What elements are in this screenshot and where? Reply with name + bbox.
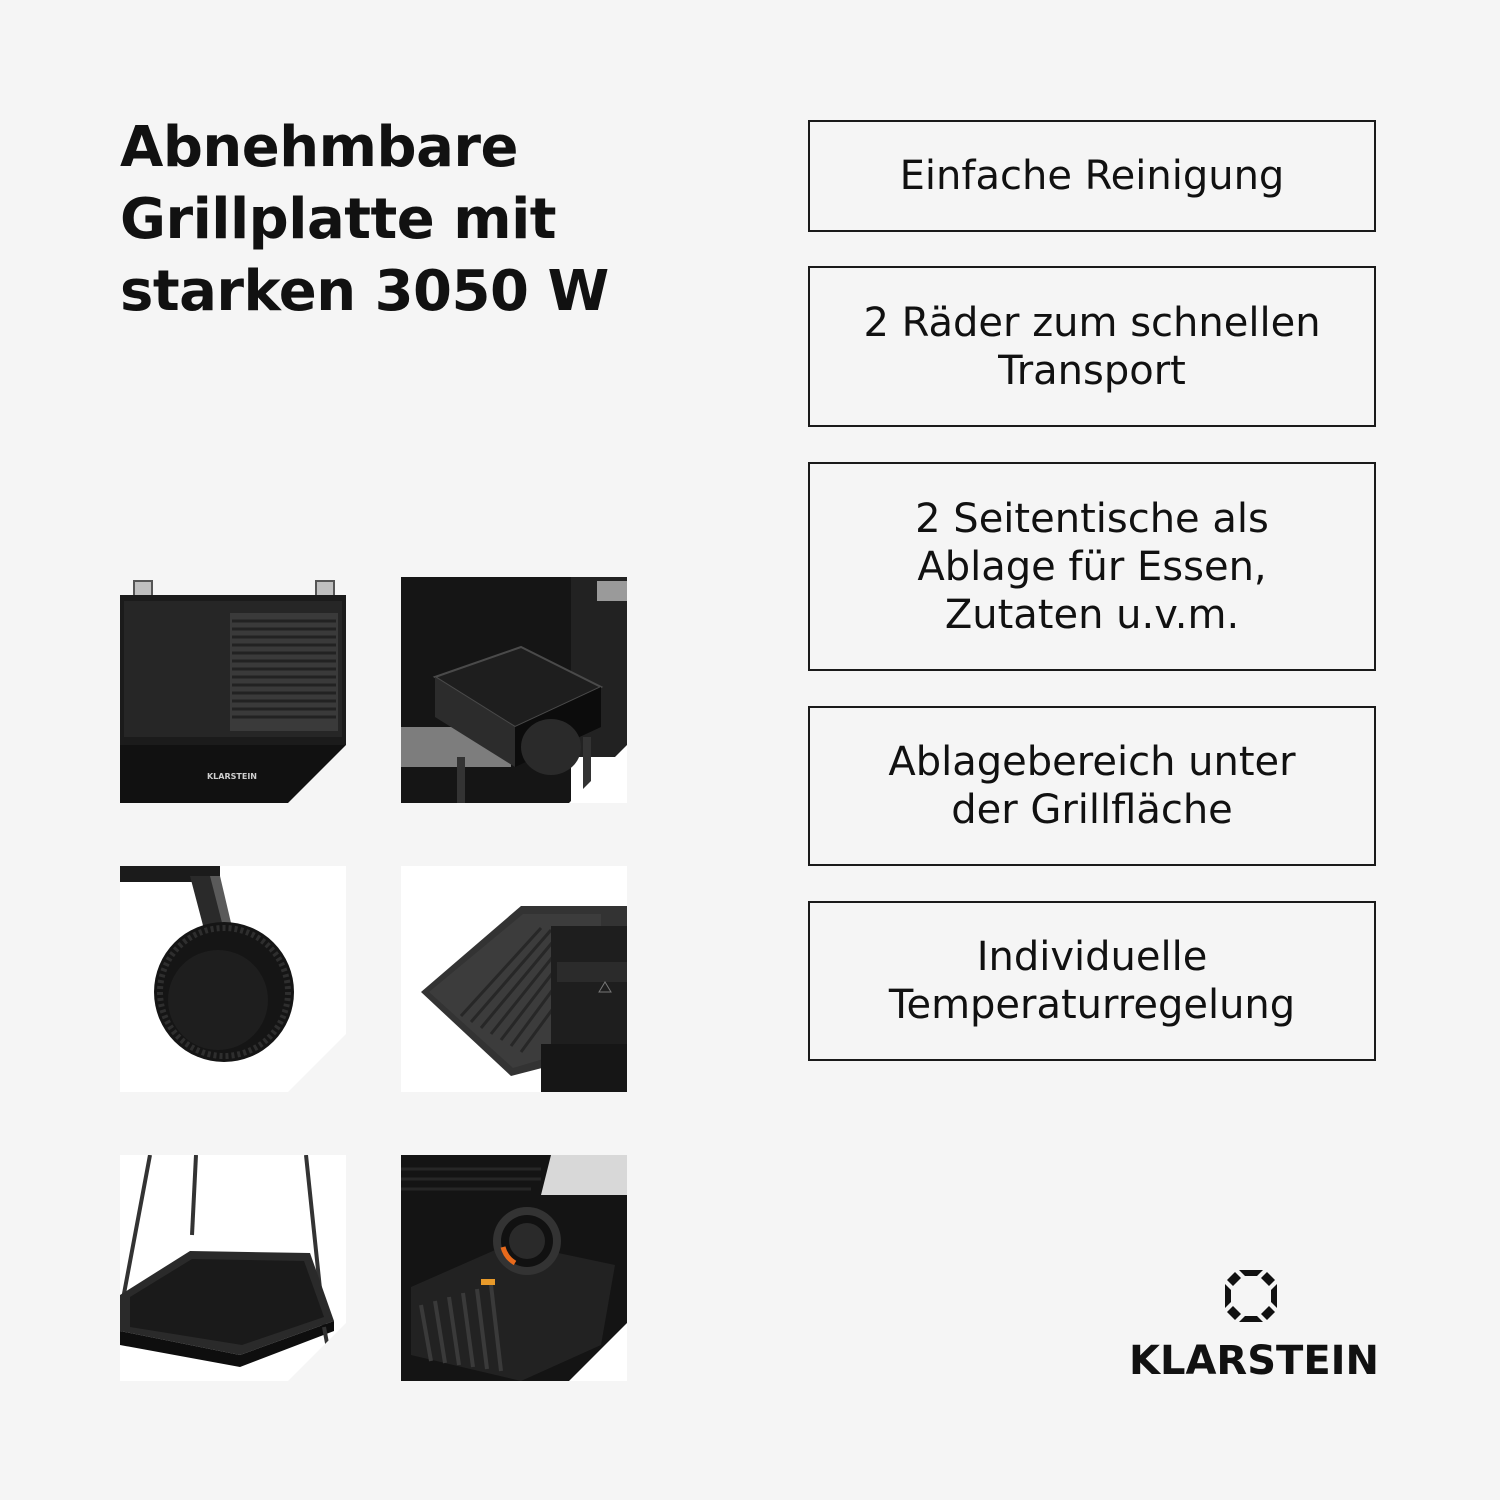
feature-line: Ablagebereich unter bbox=[888, 739, 1296, 785]
headline-line: Abnehmbare bbox=[120, 115, 518, 180]
thermostat-image bbox=[401, 1155, 627, 1381]
feature-box-side-tables: 2 Seitentische als Ablage für Essen, Zut… bbox=[808, 462, 1376, 671]
feature-box-wheels: 2 Räder zum schnellen Transport bbox=[808, 266, 1376, 427]
headline: Abnehmbare Grillplatte mit starken 3050 … bbox=[120, 112, 680, 328]
thumb-thermostat bbox=[401, 1155, 627, 1381]
brand-name: KLARSTEIN bbox=[1128, 1338, 1380, 1384]
wheel-image bbox=[120, 866, 346, 1092]
thumb-side-table bbox=[401, 866, 627, 1092]
feature-line: Transport bbox=[998, 347, 1186, 394]
feature-line: 2 Seitentische als bbox=[915, 495, 1269, 542]
side-table-image bbox=[421, 906, 627, 1092]
feature-line: Einfache Reinigung bbox=[899, 153, 1285, 199]
feature-box-temperature: Individuelle Temperaturregelung bbox=[808, 901, 1376, 1061]
headline-line: Grillplatte mit bbox=[120, 187, 557, 252]
feature-line: Ablage für Essen, bbox=[917, 543, 1267, 590]
headline-line: starken 3050 W bbox=[120, 259, 609, 324]
brand-logo: KLARSTEIN bbox=[1126, 1266, 1382, 1386]
feature-line: 2 Räder zum schnellen bbox=[863, 299, 1321, 346]
thumb-brand-label: KLARSTEIN bbox=[207, 772, 257, 781]
drawer-image bbox=[401, 577, 627, 803]
feature-line: Individuelle bbox=[976, 934, 1208, 980]
diamond-logo-icon bbox=[1225, 1270, 1277, 1322]
feature-box-storage: Ablagebereich unter der Grillfläche bbox=[808, 706, 1376, 866]
feature-line: der Grillfläche bbox=[951, 787, 1233, 833]
thumb-storage-shelf bbox=[120, 1155, 346, 1381]
feature-box-cleaning: Einfache Reinigung bbox=[808, 120, 1376, 232]
grill-plate-image: KLARSTEIN bbox=[120, 580, 346, 803]
thumb-drawer bbox=[401, 577, 627, 803]
thumb-wheel bbox=[120, 866, 346, 1092]
thumb-grill-plate: KLARSTEIN bbox=[120, 577, 346, 803]
feature-line: Temperaturregelung bbox=[888, 982, 1296, 1028]
feature-line: Zutaten u.v.m. bbox=[944, 591, 1240, 638]
storage-shelf-image bbox=[120, 1155, 346, 1381]
